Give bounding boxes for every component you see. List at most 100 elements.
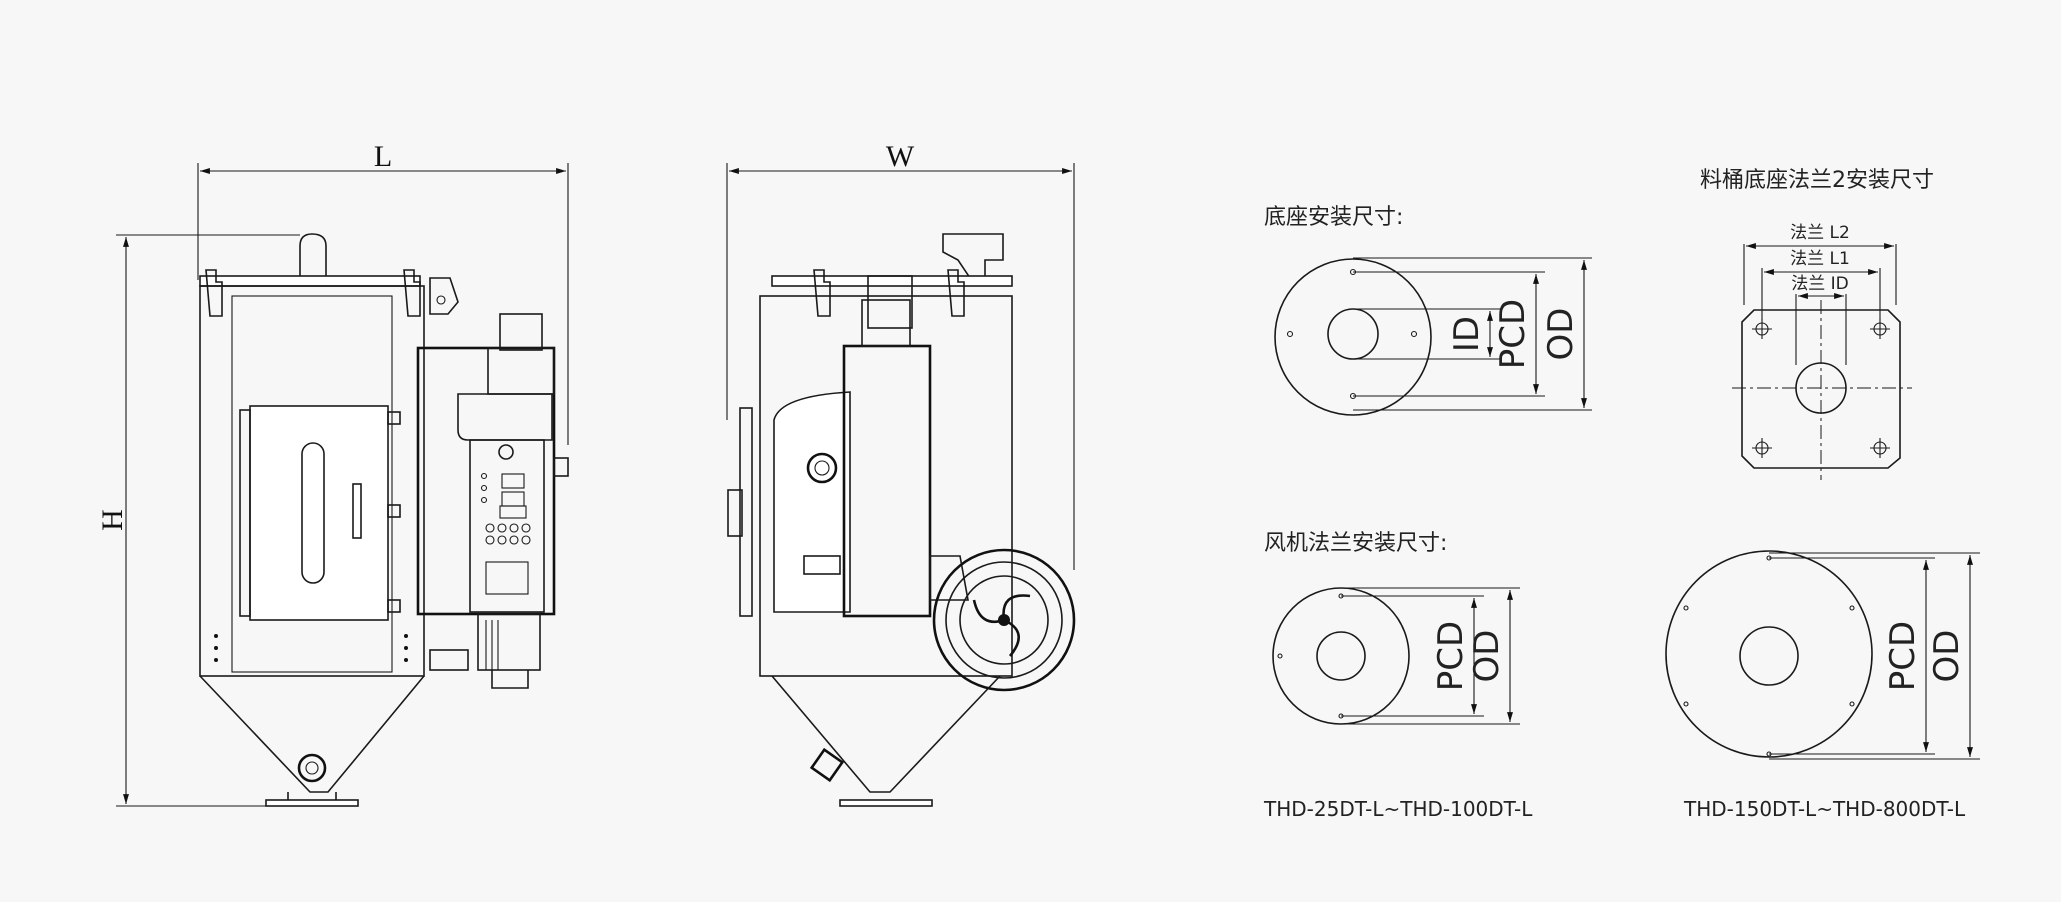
bracket-bolt (436, 295, 446, 305)
base-pcd-label: PCD (1493, 299, 1533, 369)
inlet-neck (867, 275, 913, 329)
junction-box (429, 649, 469, 671)
large-model-range: THD-150DT-L~THD-800DT-L (1683, 797, 1966, 821)
large-flange-hole (1683, 701, 1689, 707)
base-mount-bore (1327, 308, 1379, 360)
side-discharge-valve (809, 747, 845, 783)
side-clamp-left (813, 269, 831, 317)
base-plate (265, 799, 359, 807)
sight-glass (301, 442, 325, 584)
blower-fan-housing (932, 548, 1076, 692)
blower-motor (477, 613, 541, 671)
rivet (404, 658, 408, 662)
base-mount-hole-left (1286, 330, 1294, 338)
control-panel (469, 439, 545, 613)
heater-port (806, 452, 838, 484)
hinge-3 (387, 599, 401, 613)
small-fan-flange-bore (1316, 631, 1366, 681)
inspection-door (249, 405, 389, 621)
heater-cover (457, 393, 553, 441)
side-hopper-body (759, 295, 1013, 677)
motor-end-cap (491, 670, 529, 689)
base-mount-section: 底座安装尺寸: ID PCD OD (1264, 205, 1592, 416)
hopper-flange-plate (1741, 309, 1901, 469)
hopper-flange-title: 料桶底座法兰2安装尺寸 (1700, 168, 1934, 193)
terminal-plate (485, 561, 529, 595)
large-od-label: OD (1927, 630, 1967, 683)
l-dim-label: L (374, 140, 392, 173)
w-dim-label: W (886, 140, 915, 173)
rivet (214, 646, 218, 650)
small-fan-flange-left (1272, 587, 1342, 725)
large-pcd-label: PCD (1883, 621, 1923, 691)
hopper-flange-section: 料桶底座法兰2安装尺寸 法兰 L2 法兰 L1 法兰 ID (1700, 168, 1934, 480)
rivet (404, 646, 408, 650)
side-view: W (726, 140, 1076, 807)
large-fan-flange-left (1665, 550, 1770, 758)
hopper-lift-handle (299, 233, 327, 278)
discharge-valve (297, 753, 327, 783)
small-flange-hole (1277, 653, 1283, 659)
blower-fan-ring (945, 561, 1063, 679)
large-flange-hole (1849, 701, 1855, 707)
hopper-lid-rim (199, 275, 421, 287)
side-hopper-cone (771, 675, 1001, 793)
side-blower-pipe (861, 299, 911, 347)
small-od-label: OD (1467, 630, 1507, 683)
hopper-cone (199, 675, 425, 793)
heater-port-core (814, 460, 830, 476)
base-mount-hole-right (1410, 330, 1418, 338)
side-clamp-right (947, 269, 965, 317)
control-buttons (485, 523, 531, 545)
thermocouple (803, 555, 841, 575)
side-control-cabinet (842, 344, 932, 618)
large-flange-hole (1683, 605, 1689, 611)
rivet (404, 634, 408, 638)
side-lid-rim (771, 275, 1013, 287)
blower-outlet-pipe (499, 313, 543, 351)
indicator-led (480, 484, 488, 492)
small-fan-flange-right (1340, 587, 1410, 725)
front-view: L H (96, 140, 569, 807)
rivet (214, 658, 218, 662)
blower-top-housing (487, 347, 555, 395)
small-model-range: THD-25DT-L~THD-100DT-L (1263, 797, 1533, 821)
h-dim-label: H (96, 509, 129, 531)
small-pcd-label: PCD (1431, 621, 1471, 691)
material-inlet-elbow (942, 233, 1004, 279)
blower-fan-inner (959, 575, 1049, 665)
large-fan-flange-bore (1739, 626, 1799, 686)
clamp-bracket (429, 277, 459, 315)
lid-clamp-right (403, 269, 421, 317)
rivet (214, 634, 218, 638)
door-hinge-bar (239, 409, 251, 617)
base-mount-title: 底座安装尺寸: (1264, 205, 1403, 230)
hinge-2 (387, 504, 401, 518)
power-switch (498, 444, 514, 460)
large-flange-hole (1849, 605, 1855, 611)
flange-l2-label: 法兰 L2 (1790, 223, 1850, 243)
fan-flange-section: 风机法兰安装尺寸: PCD OD THD-25DT-L~THD-100DT-L (1263, 531, 1980, 821)
indicator-led (480, 472, 488, 480)
display-1 (501, 473, 525, 489)
large-fan-flange-right (1768, 550, 1873, 758)
hinge-1 (387, 411, 401, 425)
heater-housing (773, 391, 851, 613)
flange-id-label: 法兰 ID (1791, 274, 1849, 294)
fan-blades (972, 594, 1031, 657)
side-gland (553, 457, 569, 477)
hopper-body (199, 285, 425, 677)
side-latch (727, 489, 743, 537)
display-2 (501, 491, 525, 507)
hopper-inner-frame (231, 295, 393, 673)
door-latch (352, 483, 362, 539)
lid-clamp-left (205, 269, 223, 317)
base-mount-plate-right (1352, 258, 1432, 416)
fan-flange-title: 风机法兰安装尺寸: (1264, 531, 1447, 556)
base-id-label: ID (1447, 316, 1487, 352)
flange-bolt-holes (1752, 319, 1890, 458)
flange-l1-label: 法兰 L1 (1790, 249, 1850, 269)
display-3 (499, 505, 527, 519)
